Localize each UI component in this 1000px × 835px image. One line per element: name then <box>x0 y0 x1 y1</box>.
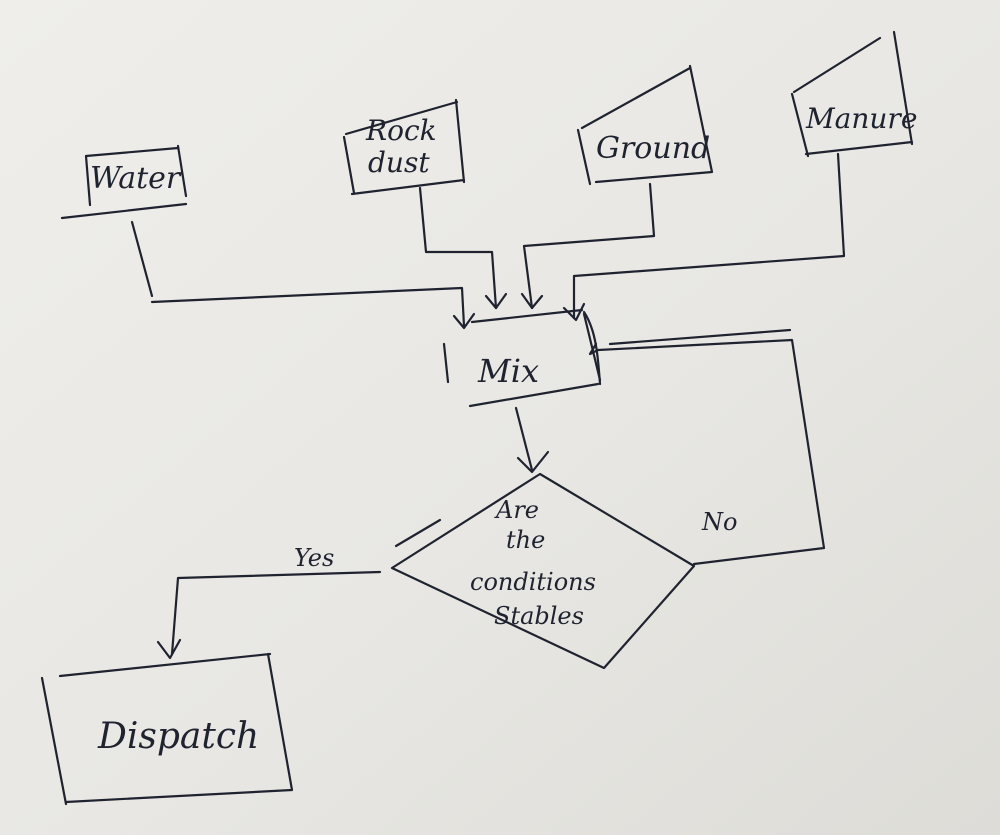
dispatch-label: Dispatch <box>97 716 259 757</box>
rock-dust-box: Rock dust <box>342 98 466 196</box>
dispatch-box: Dispatch <box>40 652 294 806</box>
manure-label: Manure <box>805 102 917 135</box>
decision-label-line3: conditions <box>470 568 596 596</box>
ground-label: Ground <box>596 131 710 166</box>
input-connectors <box>130 152 846 330</box>
decision-diamond: Are the conditions Stables <box>390 472 696 670</box>
decision-label-line1: Are <box>494 496 539 524</box>
decision-label-line2: the <box>506 526 545 554</box>
decision-label-line4: Stables <box>494 602 584 630</box>
yes-branch: Yes <box>156 544 382 660</box>
mix-label: Mix <box>477 352 539 390</box>
yes-branch-label: Yes <box>294 544 334 572</box>
ground-box: Ground <box>576 64 714 186</box>
manure-box: Manure <box>790 30 917 158</box>
water-box: Water <box>60 144 188 220</box>
mix-box: Mix <box>442 308 602 408</box>
rock-dust-label-line1: Rock <box>365 114 437 147</box>
water-label: Water <box>90 161 182 196</box>
no-branch-label: No <box>701 508 737 536</box>
mix-to-decision-arrow <box>514 406 550 474</box>
no-branch-loop: No <box>588 328 826 566</box>
rock-dust-label-line2: dust <box>368 146 430 179</box>
